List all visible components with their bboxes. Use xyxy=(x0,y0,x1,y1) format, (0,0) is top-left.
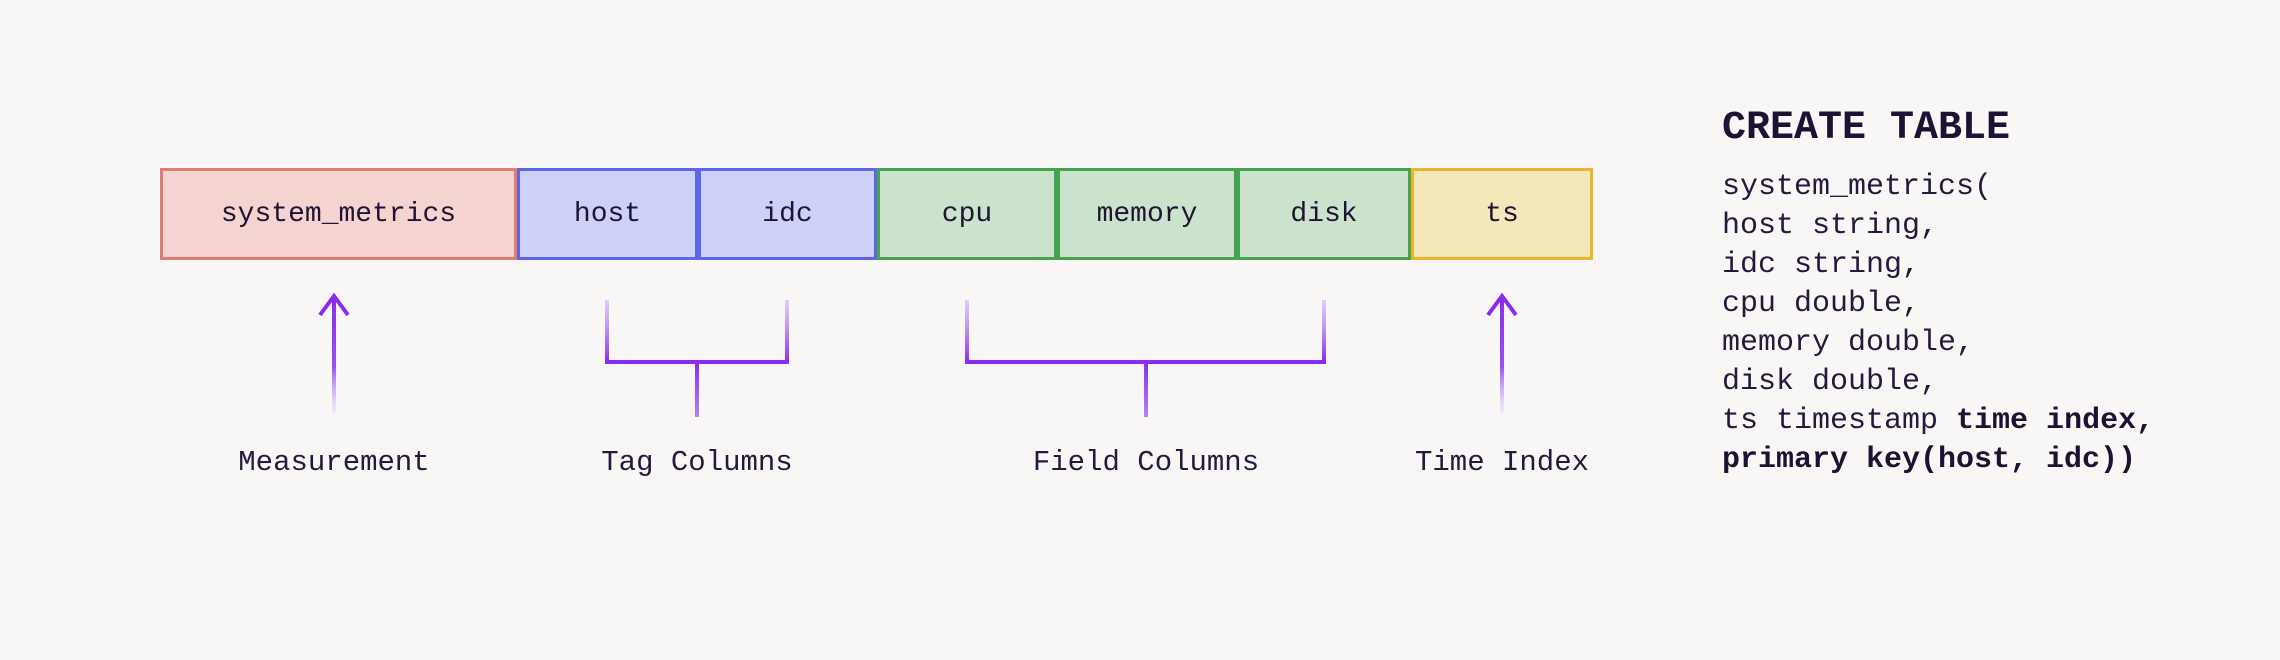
cell-tag-host: host xyxy=(517,168,698,260)
label-field-columns: Field Columns xyxy=(1032,446,1260,479)
sql-line: ts timestamp time index, xyxy=(1722,404,2155,438)
measurement-arrow-icon xyxy=(318,292,350,414)
cell-tag-idc: idc xyxy=(698,168,877,260)
sql-panel: CREATE TABLE system_metrics( host string… xyxy=(1722,106,2154,480)
sql-line: host string, xyxy=(1722,209,1939,243)
sql-line: cpu double, xyxy=(1722,287,1921,321)
sql-line: primary key(host, idc)) xyxy=(1722,443,2137,477)
sql-code: system_metrics( host string, idc string,… xyxy=(1722,168,2154,480)
cell-measurement: system_metrics xyxy=(160,168,517,260)
cell-field-memory: memory xyxy=(1057,168,1237,260)
label-measurement: Measurement xyxy=(238,446,430,479)
label-time-index: Time Index xyxy=(1414,446,1590,479)
label-tag-columns: Tag Columns xyxy=(601,446,793,479)
sql-line: disk double, xyxy=(1722,365,1939,399)
sql-line: system_metrics( xyxy=(1722,170,1993,204)
schema-row: system_metrics host idc cpu memory disk … xyxy=(160,168,1593,260)
sql-line: memory double, xyxy=(1722,326,1975,360)
cell-time-ts: ts xyxy=(1411,168,1593,260)
field-columns-bracket-icon xyxy=(965,300,1326,417)
cell-field-disk: disk xyxy=(1237,168,1411,260)
cell-field-cpu: cpu xyxy=(877,168,1057,260)
time-index-arrow-icon xyxy=(1486,292,1518,414)
tag-columns-bracket-icon xyxy=(605,300,789,417)
sql-title: CREATE TABLE xyxy=(1722,106,2011,151)
sql-line: idc string, xyxy=(1722,248,1921,282)
